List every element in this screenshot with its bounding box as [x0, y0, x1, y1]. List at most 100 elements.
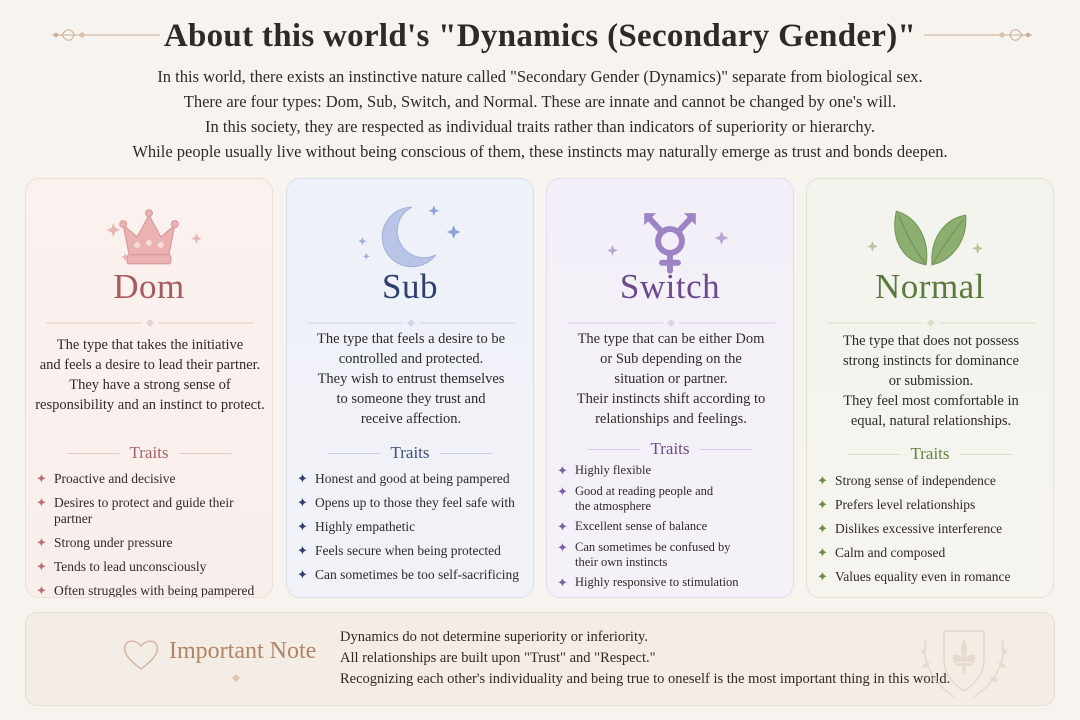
sparkle-icon: ✦: [36, 495, 47, 510]
description-line: They wish to entrust themselves: [317, 371, 505, 387]
description-line: equal, natural relationships.: [850, 413, 1012, 429]
trait-item: ✦Often struggles with being pampered: [36, 583, 255, 598]
right-ornament-icon: [924, 29, 1032, 41]
sparkle-icon: ✦: [817, 569, 828, 584]
note-text: Dynamics do not determine superiority or…: [340, 627, 950, 690]
description-line: or Sub depending on the: [600, 351, 742, 367]
card-switch: Switch The type that can be either Dom o…: [546, 178, 794, 598]
sparkle-icon: ✦: [297, 543, 308, 558]
description-line: The type that can be either Dom: [577, 331, 765, 347]
sparkle-icon: ✦: [297, 567, 308, 582]
description-line: The type that feels a desire to be: [316, 331, 506, 347]
trait-item: ✦Proactive and decisive: [36, 471, 176, 486]
card-title: Normal: [875, 267, 985, 306]
card-description: The type that takes the initiative and f…: [34, 335, 266, 415]
sparkle-icon: ✦: [557, 463, 568, 478]
card-description: The type that does not possess strong in…: [815, 331, 1047, 431]
trait-item: ✦Dislikes excessive interference: [817, 521, 1003, 536]
traits-label: Traits: [910, 444, 950, 463]
trait-item: ✦Honest and good at being pampered: [297, 471, 510, 486]
traits-label: Traits: [650, 439, 690, 458]
sparkle-icon: ✦: [297, 519, 308, 534]
sparkle-icon: ✦: [817, 521, 828, 536]
sparkle-icon: ✦: [36, 535, 47, 550]
note-line: All relationships are built upon "Trust"…: [340, 650, 656, 666]
sparkle-icon: ✦: [297, 471, 308, 486]
sparkle-icon: ✦: [36, 559, 47, 574]
trait-item: ✦Highly empathetic: [297, 519, 416, 534]
description-line: strong instincts for dominance: [843, 353, 1019, 369]
important-note-panel: Important Note Dynamics do not determine…: [25, 612, 1055, 706]
intro-text: In this world, there exists an instincti…: [60, 64, 1020, 164]
sparkle-icon: ✦: [817, 545, 828, 560]
sparkle-icon: ✦: [557, 540, 568, 555]
divider: [827, 319, 1035, 327]
card-sub: Sub The type that feels a desire to be c…: [286, 178, 534, 598]
diamond-ornament-icon: [232, 674, 240, 682]
left-ornament-icon: [52, 29, 160, 41]
card-dom: Dom The type that takes the initiative a…: [25, 178, 273, 598]
traits-heading: Traits: [547, 438, 793, 460]
sparkle-icon: ✦: [557, 519, 568, 534]
traits-heading: Traits: [26, 442, 272, 464]
sparkle-icon: ✦: [297, 495, 308, 510]
card-title: Sub: [382, 267, 438, 306]
trait-item: ✦Strong under pressure: [36, 535, 173, 550]
traits-list: ✦Proactive and decisive ✦Desires to prot…: [36, 471, 270, 598]
traits-heading: Traits: [287, 442, 533, 464]
traits-label: Traits: [390, 443, 430, 462]
description-line: The type that takes the initiative: [56, 337, 244, 353]
card-normal: Normal The type that does not possess st…: [806, 178, 1054, 598]
description-line: Their instincts shift according to: [576, 391, 766, 407]
transgender-symbol-icon: [607, 213, 729, 274]
trait-item: ✦Prefers level relationships: [817, 497, 976, 512]
description-line: controlled and protected.: [338, 351, 484, 367]
sparkle-icon: ✦: [36, 471, 47, 486]
trait-item: ✦Can sometimes be too self-sacrificing: [297, 567, 519, 582]
note-title: Important Note: [169, 638, 317, 664]
sparkle-icon: ✦: [557, 484, 568, 499]
card-description: The type that can be either Dom or Sub d…: [555, 329, 787, 429]
description-line: to someone they trust and: [336, 391, 486, 407]
traits-list: ✦Honest and good at being pampered ✦Open…: [297, 471, 531, 583]
traits-list: ✦Highly flexible ✦Good at reading people…: [557, 463, 791, 591]
trait-item: ✦Tends to lead unconsciously: [36, 559, 207, 574]
crown-icon: [106, 209, 203, 265]
divider: [307, 319, 515, 327]
traits-list: ✦Strong sense of independence ✦Prefers l…: [817, 473, 1051, 585]
trait-item: ✦Desires to protect and guide their part…: [36, 495, 234, 526]
crescent-moon-icon: [358, 205, 461, 268]
card-description: The type that feels a desire to be contr…: [295, 329, 527, 429]
description-line: They have a strong sense of: [69, 377, 231, 393]
traits-label: Traits: [129, 443, 169, 462]
description-line: receive affection.: [360, 411, 462, 427]
intro-line: While people usually live without being …: [132, 142, 948, 161]
description-line: or submission.: [888, 373, 974, 389]
description-line: relationships and feelings.: [595, 411, 747, 427]
description-line: situation or partner.: [614, 371, 728, 387]
trait-item: ✦Calm and composed: [817, 545, 946, 560]
sparkle-icon: ✦: [817, 497, 828, 512]
trait-item: ✦Highly flexible: [557, 463, 652, 478]
trait-item: ✦Excellent sense of balance: [557, 519, 708, 534]
divider: [567, 319, 775, 327]
trait-item: ✦Feels secure when being protected: [297, 543, 501, 558]
trait-item: ✦Highly responsive to stimulation: [557, 575, 739, 590]
sparkle-icon: ✦: [557, 575, 568, 590]
intro-line: In this world, there exists an instincti…: [157, 67, 923, 86]
description-line: They feel most comfortable in: [843, 393, 1019, 409]
trait-item: ✦Values equality even in romance: [817, 569, 1011, 584]
sparkle-icon: ✦: [817, 473, 828, 488]
intro-line: There are four types: Dom, Sub, Switch, …: [183, 92, 897, 111]
note-line: Recognizing each other's individuality a…: [340, 671, 951, 687]
divider: [46, 319, 254, 327]
sparkle-icon: ✦: [36, 583, 47, 598]
heart-outline-icon: [123, 640, 159, 671]
page-title: About this world's "Dynamics (Secondary …: [163, 17, 917, 54]
trait-item: ✦Opens up to those they feel safe with: [297, 495, 515, 510]
description-line: The type that does not possess: [843, 333, 1019, 349]
description-line: and feels a desire to lead their partner…: [39, 357, 261, 373]
trait-item: ✦Strong sense of independence: [817, 473, 996, 488]
intro-line: In this society, they are respected as i…: [204, 117, 875, 136]
